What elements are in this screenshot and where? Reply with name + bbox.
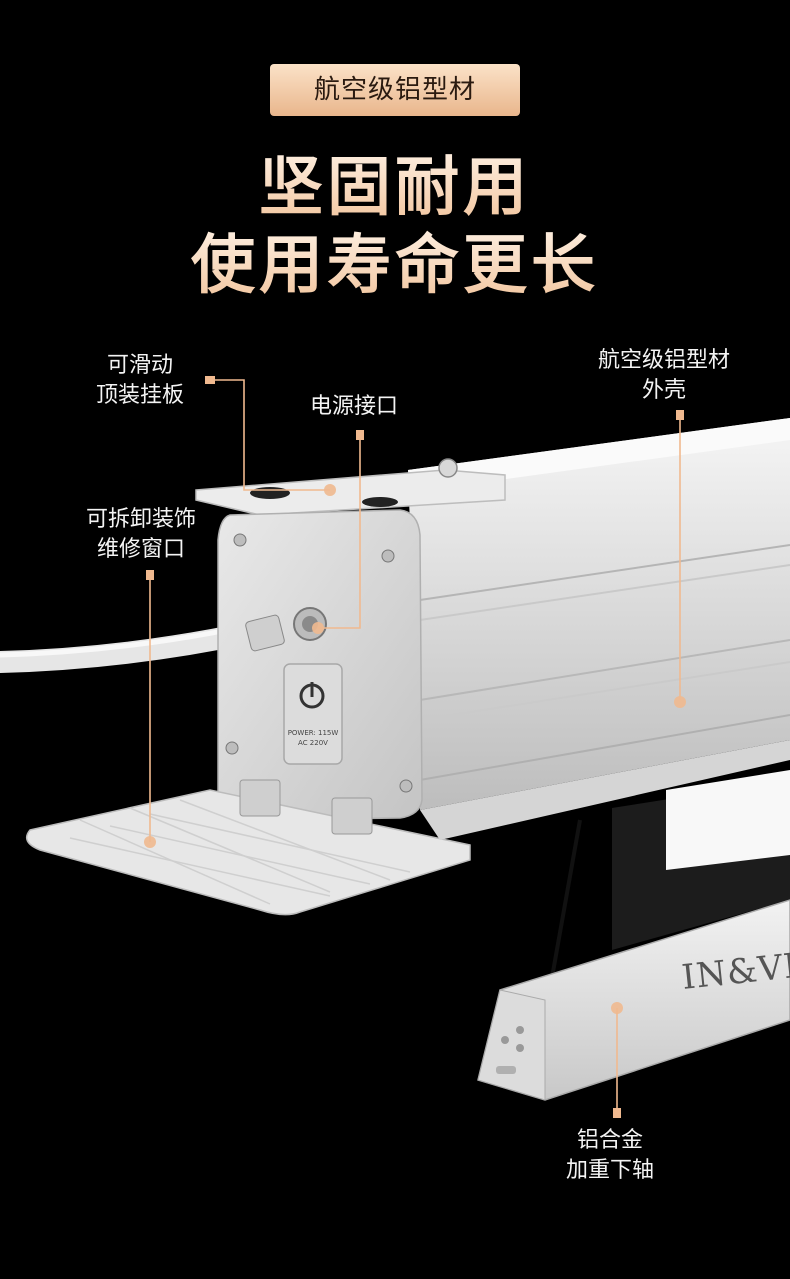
callout-power-port-line1: 电源接口 bbox=[310, 394, 399, 419]
callout-service-window-line1: 可拆卸装饰 bbox=[86, 507, 197, 532]
callout-bottom-bar-line2: 加重下轴 bbox=[566, 1158, 655, 1183]
aluminum-shell bbox=[408, 418, 790, 810]
callout-lines bbox=[149, 379, 681, 1110]
callout-shell: 航空级铝型材 外壳 bbox=[598, 346, 730, 406]
power-label-line2: AC 220V bbox=[298, 739, 328, 747]
callout-top-plate-line1: 可滑动 bbox=[107, 353, 174, 378]
callout-power-port: 电源接口 bbox=[310, 392, 398, 422]
power-icon bbox=[299, 682, 325, 709]
callout-service-window: 可拆卸装饰 维修窗口 bbox=[86, 505, 196, 565]
callout-bottom-bar-line1: 铝合金 bbox=[577, 1128, 644, 1153]
power-label-line1: POWER: 115W bbox=[288, 729, 339, 737]
callout-shell-line2: 外壳 bbox=[642, 378, 687, 403]
callout-shell-line1: 航空级铝型材 bbox=[598, 348, 731, 373]
headline-line1: 坚固耐用 bbox=[0, 136, 790, 228]
callout-bottom-bar: 铝合金 加重下轴 bbox=[566, 1126, 654, 1186]
service-window-tray bbox=[25, 789, 471, 916]
feature-badge: 航空级铝型材 bbox=[270, 64, 520, 116]
callout-service-window-line2: 维修窗口 bbox=[97, 537, 186, 562]
headline-line2: 使用寿命更长 bbox=[0, 214, 790, 306]
power-switch-panel bbox=[283, 663, 343, 765]
callout-top-plate: 可滑动 顶装挂板 bbox=[96, 351, 184, 411]
callout-markers bbox=[144, 376, 686, 1118]
callout-top-plate-line2: 顶装挂板 bbox=[96, 383, 185, 408]
